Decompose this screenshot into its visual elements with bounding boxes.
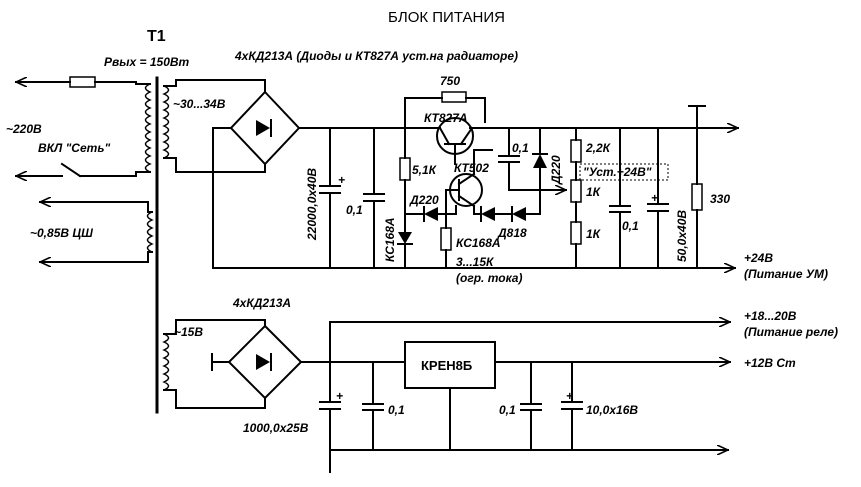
resistor-2-2k xyxy=(570,139,582,163)
c22000-label: 22000,0х40В xyxy=(305,168,319,241)
c1000-plus: + xyxy=(336,389,343,403)
kt827a-emitter xyxy=(459,126,474,146)
w3-wire-top xyxy=(163,319,266,335)
q2-label: КТ502 xyxy=(454,161,489,175)
w1-wire-bottom xyxy=(163,157,266,173)
kt502-collector-wire xyxy=(473,149,493,175)
bridge-rectifier-1 xyxy=(229,90,301,166)
trimmer-1k[interactable] xyxy=(570,179,582,203)
resistor-750 xyxy=(441,91,467,103)
bridge-rectifier-2 xyxy=(227,324,303,400)
output-18v-note: (Питание реле) xyxy=(744,325,838,339)
transformer-name: T1 xyxy=(147,28,166,45)
c50-label: 50,0х40В xyxy=(675,210,689,262)
winding-1-label: ~30...34В xyxy=(173,97,226,111)
rectifier-2-label: 4хКД213А xyxy=(232,296,291,310)
resistor-3-15k xyxy=(440,227,452,251)
mains-voltage-label: ~220В xyxy=(6,122,42,136)
d818-zener-icon xyxy=(512,207,526,221)
c50-plus: + xyxy=(651,191,658,205)
c10-label: 10,0х16В xyxy=(586,403,638,417)
c01b-label: 0,1 xyxy=(346,203,363,217)
mains-switch-label: ВКЛ "Сеть" xyxy=(38,141,110,155)
transformer-power: Рвых = 150Вт xyxy=(104,55,190,69)
mains-fuse xyxy=(69,76,96,88)
winding-cs xyxy=(146,211,154,253)
output-18v-label: +18...20В xyxy=(744,309,797,323)
mains-switch[interactable] xyxy=(60,162,82,178)
rail-18v-output xyxy=(329,322,731,363)
ks168b-zener-icon xyxy=(481,207,495,221)
w1-wire-top xyxy=(163,79,266,93)
kt827a-collector xyxy=(438,126,451,146)
ks168a-label: КС168А xyxy=(383,217,397,262)
primary-winding xyxy=(144,83,152,173)
ks168a-zener-icon xyxy=(398,232,412,244)
d818-label: Д818 xyxy=(497,226,527,240)
c01a-label: 0,1 xyxy=(512,141,529,155)
output-12v-label: +12В Ст xyxy=(744,356,796,370)
d220a-label: Д220 xyxy=(409,193,439,207)
r315k-label: 3...15К xyxy=(456,255,495,269)
winding-3-label: ~15В xyxy=(174,325,203,339)
r315k-note: (огр. тока) xyxy=(456,271,522,285)
c22000-plus: + xyxy=(338,173,345,187)
resistor-1k xyxy=(570,221,582,245)
winding-cs-label: ~0,85В ЦШ xyxy=(30,226,93,240)
output-24v-label: +24В xyxy=(744,251,773,265)
bridge-1-minus-wire xyxy=(212,127,232,269)
kt502-emitter xyxy=(457,194,476,208)
trimmer-set-label: "Уст.+24В" xyxy=(583,165,652,179)
trimmer-set-box xyxy=(579,163,669,181)
d220b-label: Д220 xyxy=(549,155,563,185)
mains-wire-bottom xyxy=(79,171,151,177)
pot1k-label: 1К xyxy=(586,185,602,199)
w3-wire-bottom xyxy=(163,389,266,409)
c1000-label: 1000,0х25В xyxy=(243,421,309,435)
r22k-label: 2,2К xyxy=(585,141,612,155)
resistor-330 xyxy=(691,183,703,211)
c01c-label: 0,1 xyxy=(622,219,639,233)
c01a-lead-bottom xyxy=(508,161,541,191)
r51k-label: 5,1К xyxy=(412,163,438,177)
rectifier-1-label: 4хКД213А (Диоды и КТ827А уст.на радиатор… xyxy=(234,49,518,63)
bridge-2-diode-icon xyxy=(256,354,270,370)
c10-plus: + xyxy=(566,389,573,403)
output-24v-note: (Питание УМ) xyxy=(744,267,828,281)
d220a-lead-right xyxy=(437,205,457,215)
resistor-5-1k xyxy=(399,157,411,181)
r1k-label: 1К xyxy=(586,227,602,241)
d818-lead-right xyxy=(525,177,541,215)
bridge-1-diode-icon xyxy=(256,120,270,136)
d220a-diode-icon xyxy=(424,207,438,221)
secondary-winding-1 xyxy=(162,85,170,159)
secondary-winding-3 xyxy=(162,333,170,391)
d220b-diode-icon xyxy=(533,154,547,168)
cs-wire-bottom xyxy=(89,251,153,263)
kt502-emitter-wire xyxy=(473,205,482,215)
ks168b-label: КС168А xyxy=(456,236,501,250)
r750-label: 750 xyxy=(440,74,460,88)
c01e-label: 0,1 xyxy=(499,403,516,417)
kren-label: КРЕН8Б xyxy=(421,358,472,373)
r330-label: 330 xyxy=(710,192,730,206)
cs-wire-top xyxy=(89,201,153,213)
schematic-title: БЛОК ПИТАНИЯ xyxy=(388,9,505,26)
c01d-label: 0,1 xyxy=(388,403,405,417)
kt502-collector xyxy=(457,172,476,186)
mains-wire-top xyxy=(94,81,151,85)
q1-label: КТ827А xyxy=(424,111,468,125)
r750-wire-right xyxy=(465,97,486,123)
r750-wire-left xyxy=(404,97,443,129)
